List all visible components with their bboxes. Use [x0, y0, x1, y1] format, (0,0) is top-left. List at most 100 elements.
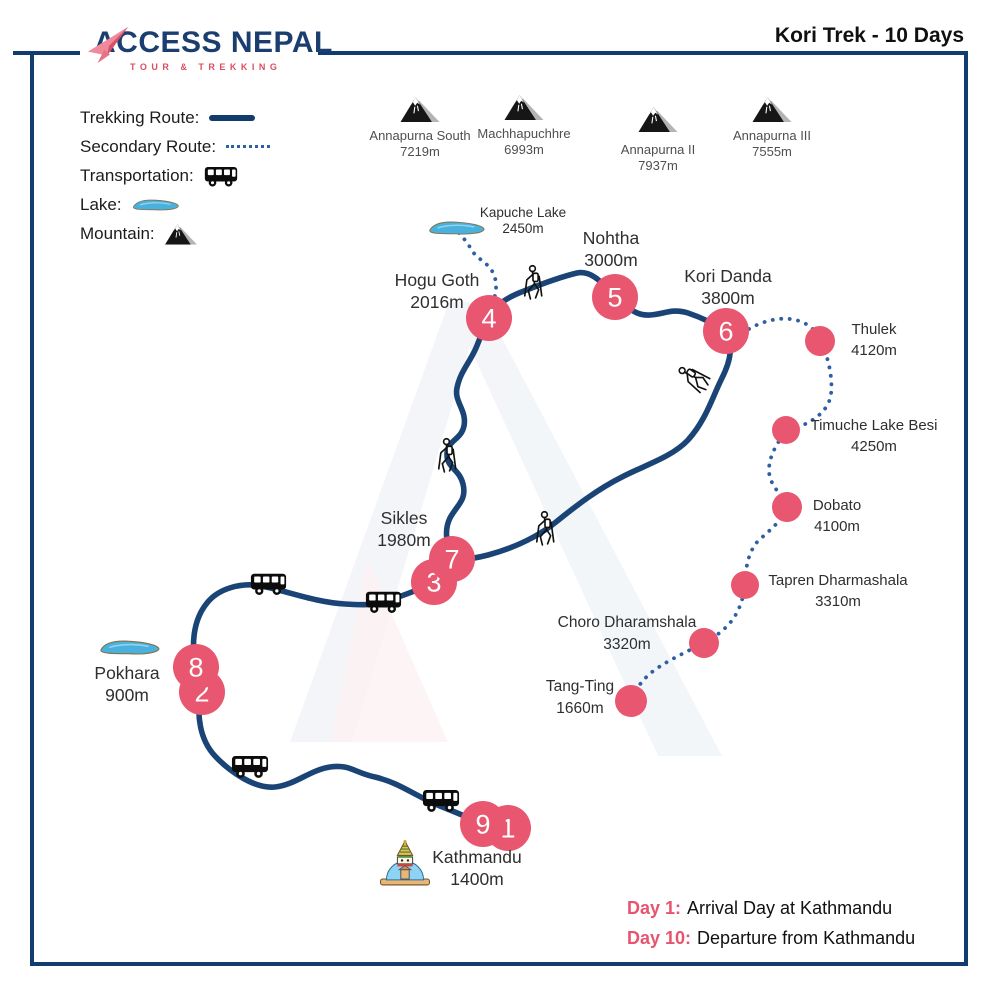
- place-elevation: 1400m: [450, 869, 504, 889]
- mountain-elevation: 7937m: [638, 158, 678, 173]
- place-elevation: 2450m: [502, 221, 544, 236]
- waypoint-dots: [615, 326, 835, 717]
- legend-label: Lake:: [80, 194, 122, 214]
- place-elevation: 900m: [105, 685, 149, 705]
- mountain-name: Machhapuchhre: [477, 126, 571, 141]
- place-name: Thulek: [851, 321, 897, 338]
- paper-plane-icon: [87, 26, 129, 64]
- waypoint-dot: [772, 492, 802, 522]
- place-name: Pokhara: [94, 663, 160, 683]
- note-day-10: Day 10:Departure from Kathmandu: [627, 923, 915, 953]
- note-day-1: Day 1:Arrival Day at Kathmandu: [627, 893, 915, 923]
- day-marker: 9: [460, 801, 506, 847]
- day-marker: 4: [466, 295, 512, 341]
- legend-label: Mountain:: [80, 223, 155, 243]
- place-name: Nohtha: [582, 228, 640, 248]
- waypoint-dot: [615, 685, 647, 717]
- day-marker-number: 6: [718, 317, 733, 347]
- place-name: Timuche Lake Besi: [810, 417, 938, 434]
- legend-row-lake: Lake:: [80, 190, 270, 219]
- brand-logo: ACCESS NEPAL TOUR & TREKKING: [80, 20, 332, 86]
- day-marker-number: 5: [607, 283, 622, 313]
- bus-icon: [204, 163, 238, 188]
- day-marker-number: 9: [475, 810, 490, 840]
- day-marker: 6: [703, 308, 749, 354]
- place-name: Choro Dharamshala: [557, 614, 697, 631]
- legend-row-transportation: Transportation:: [80, 161, 270, 190]
- legend: Trekking Route: Secondary Route: Transpo…: [80, 103, 271, 248]
- legend-label: Secondary Route:: [80, 136, 217, 156]
- pokhara-lake-shape: [100, 640, 160, 655]
- note-text: Departure from Kathmandu: [697, 928, 916, 948]
- day-marker: 5: [592, 274, 638, 320]
- place-elevation: 3000m: [584, 250, 638, 270]
- mountain-name: Annapurna II: [620, 142, 696, 157]
- secondary-route-kapuche: [457, 231, 498, 314]
- mountain-icon: [752, 96, 792, 122]
- itinerary-notes: Day 1:Arrival Day at Kathmandu Day 10:De…: [627, 893, 915, 953]
- mountain-icon: [504, 94, 544, 120]
- lake-icon: [132, 198, 180, 212]
- waypoint-dot: [689, 628, 719, 658]
- note-text: Arrival Day at Kathmandu: [687, 898, 893, 918]
- mountain-elevation: 6993m: [504, 142, 544, 157]
- place-elevation: 1980m: [377, 530, 431, 550]
- place-name: Tang-Ting: [545, 678, 615, 695]
- legend-row-mountain: Mountain:: [80, 219, 270, 248]
- map-border-stub: [13, 51, 35, 55]
- place-elevation: 4120m: [851, 342, 897, 359]
- secondary-route-paths: [457, 231, 834, 703]
- watermark-logo: [290, 302, 722, 756]
- place-elevation: 3800m: [701, 288, 755, 308]
- note-day-label: Day 10:: [627, 928, 692, 948]
- stupa-icon: [379, 839, 431, 886]
- day-marker-number: 4: [481, 304, 496, 334]
- place-elevation: 4100m: [814, 518, 860, 535]
- trek-title: Kori Trek - 10 Days: [772, 24, 966, 48]
- mountain-name: Annapurna South: [369, 128, 471, 143]
- solid-route-icon: [209, 114, 256, 121]
- bus-icon: [250, 573, 287, 596]
- place-label: Tang-Ting 1660m: [546, 676, 614, 720]
- place-label: Thulek 4120m: [851, 319, 897, 361]
- kapuche-lake-shape: [428, 221, 485, 235]
- mountain-icon: [165, 223, 197, 245]
- place-name: Kathmandu: [432, 847, 522, 867]
- brand-tagline: TOUR & TREKKING: [130, 62, 282, 72]
- place-name: Kori Danda: [684, 266, 772, 286]
- day-marker: 8: [173, 644, 219, 690]
- place-name: Sikles: [380, 508, 428, 528]
- place-elevation: 1660m: [556, 700, 604, 717]
- hiker-icon: [674, 360, 714, 396]
- place-elevation: 3320m: [603, 636, 651, 653]
- place-label: Dobato 4100m: [813, 495, 861, 537]
- legend-label: Trekking Route:: [80, 107, 200, 127]
- note-day-label: Day 1:: [627, 898, 682, 918]
- mountain-name: Annapurna III: [732, 128, 812, 143]
- legend-label: Transportation:: [80, 165, 194, 185]
- place-elevation: 2016m: [410, 292, 464, 312]
- place-name: Hogu Goth: [394, 270, 480, 290]
- waypoint-dot: [772, 416, 800, 444]
- place-name: Dobato: [812, 497, 862, 514]
- day-marker: 7: [429, 536, 475, 582]
- legend-row-trekking-route: Trekking Route:: [80, 103, 270, 132]
- mountain-elevation: 7219m: [400, 144, 440, 159]
- day-marker-number: 8: [188, 653, 203, 683]
- legend-row-secondary-route: Secondary Route:: [80, 132, 271, 161]
- waypoint-dot: [731, 571, 759, 599]
- mountain-icon: [400, 96, 440, 122]
